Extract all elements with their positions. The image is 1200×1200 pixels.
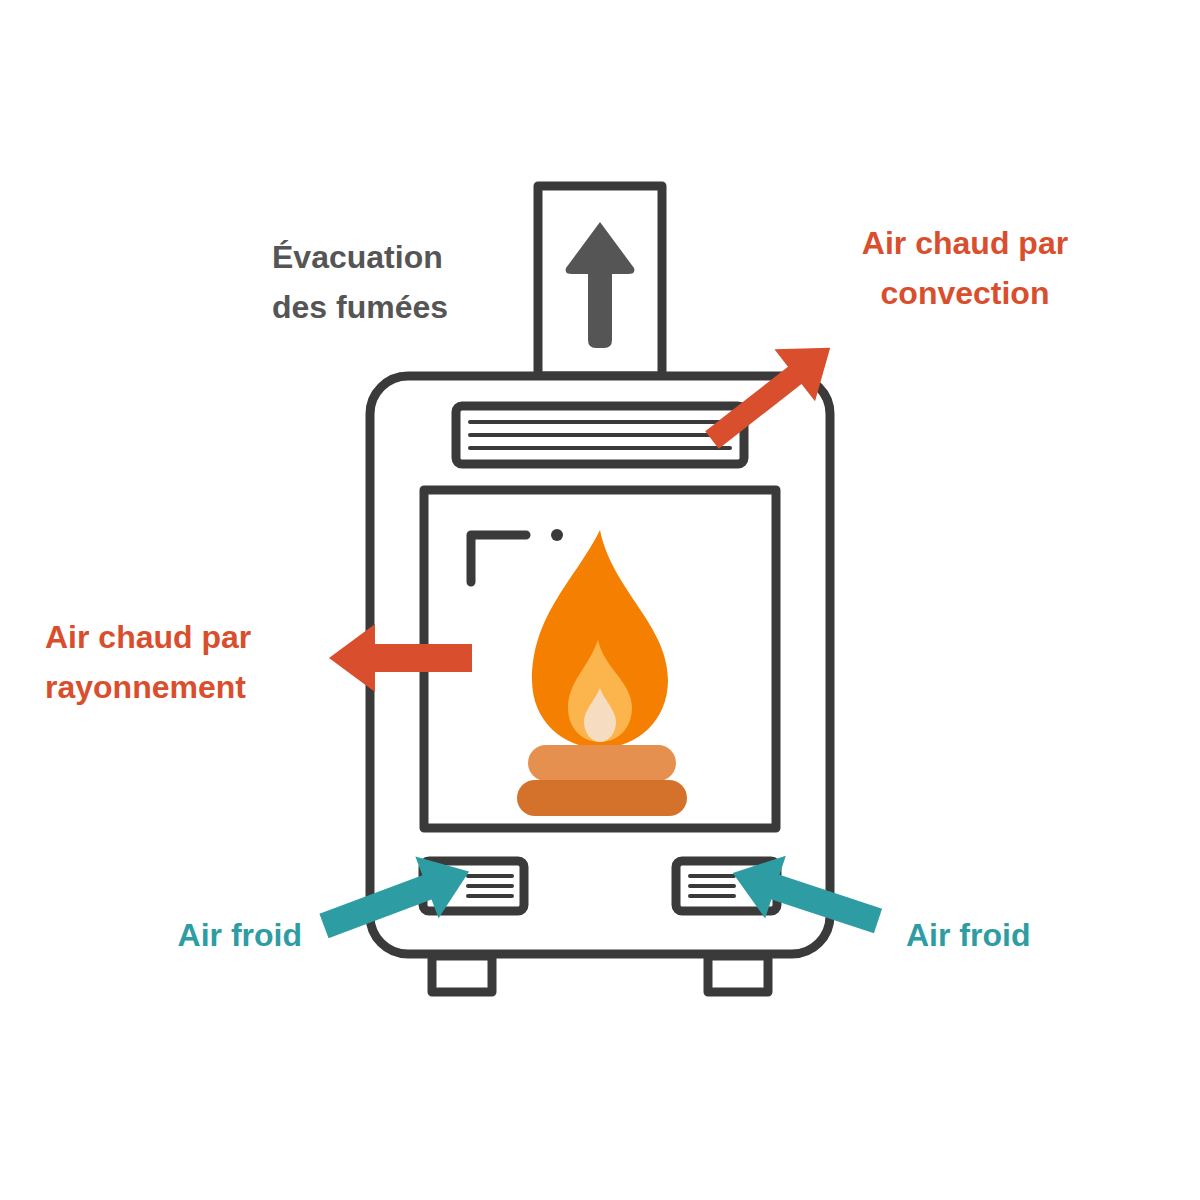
exhaust-label: Évacuation des fumées (272, 232, 497, 332)
log (528, 745, 676, 781)
radiation-label: Air chaud par rayonnement (45, 612, 305, 712)
smoke-arrow (566, 222, 635, 348)
window-dot (551, 529, 563, 541)
cold-air-label: Air froid (140, 910, 302, 960)
cold-air-arrow (722, 842, 888, 953)
chimney (538, 186, 662, 376)
vent-slats (468, 422, 734, 896)
cold-air-label: Air froid (906, 910, 1076, 960)
radiation-arrow (329, 624, 472, 692)
top-vent (456, 406, 744, 464)
flame (532, 530, 668, 748)
stove-foot (432, 956, 492, 992)
cold-air-arrow (312, 841, 480, 957)
convection-arrow (692, 322, 851, 466)
flame-core (584, 688, 616, 742)
log (517, 780, 687, 816)
window-reflection (471, 535, 526, 582)
flame-inner (568, 640, 632, 742)
fire-window (424, 490, 776, 828)
stove-foot (708, 956, 768, 992)
convection-label: Air chaud par convection (835, 218, 1095, 318)
